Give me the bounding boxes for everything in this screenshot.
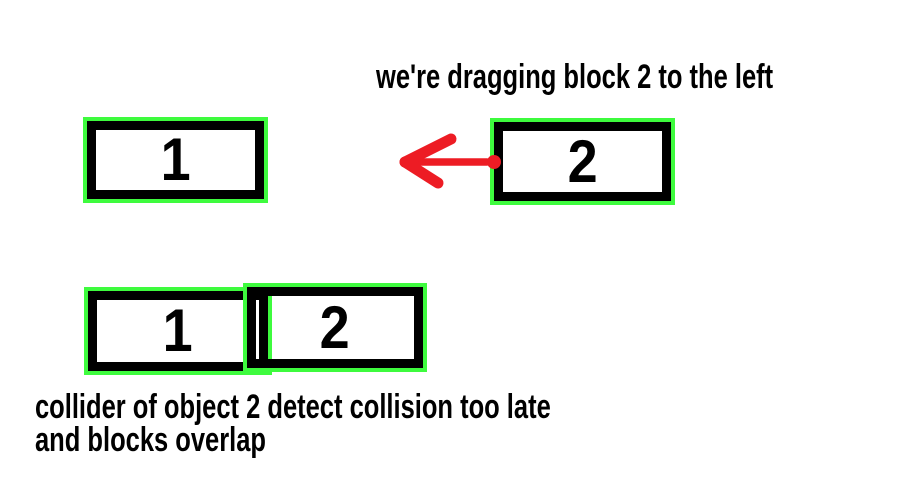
left-arrow-icon <box>399 133 501 189</box>
block-1-top-inner: 1 <box>87 121 264 199</box>
caption-collision: collider of object 2 detect collision to… <box>35 388 551 459</box>
block-1-top-label: 1 <box>160 126 191 193</box>
block-1-bottom-label: 1 <box>162 297 194 364</box>
caption-collision-line1: collider of object 2 detect collision to… <box>35 388 551 426</box>
block-1-bottom-inner: 1 <box>88 291 268 371</box>
block-2-top-inner: 2 <box>494 122 671 201</box>
block-2-top: 2 <box>490 118 675 205</box>
caption-dragging: we're dragging block 2 to the left <box>376 58 774 96</box>
block-1-top: 1 <box>83 117 268 203</box>
caption-collision-line2: and blocks overlap <box>35 421 266 459</box>
block-1-bottom: 1 <box>84 287 272 375</box>
block-2-bottom-label: 2 <box>319 293 351 361</box>
block-2-bottom: 2 <box>243 283 427 372</box>
block-2-top-label: 2 <box>567 127 598 195</box>
block-2-bottom-inner: 2 <box>247 287 423 368</box>
